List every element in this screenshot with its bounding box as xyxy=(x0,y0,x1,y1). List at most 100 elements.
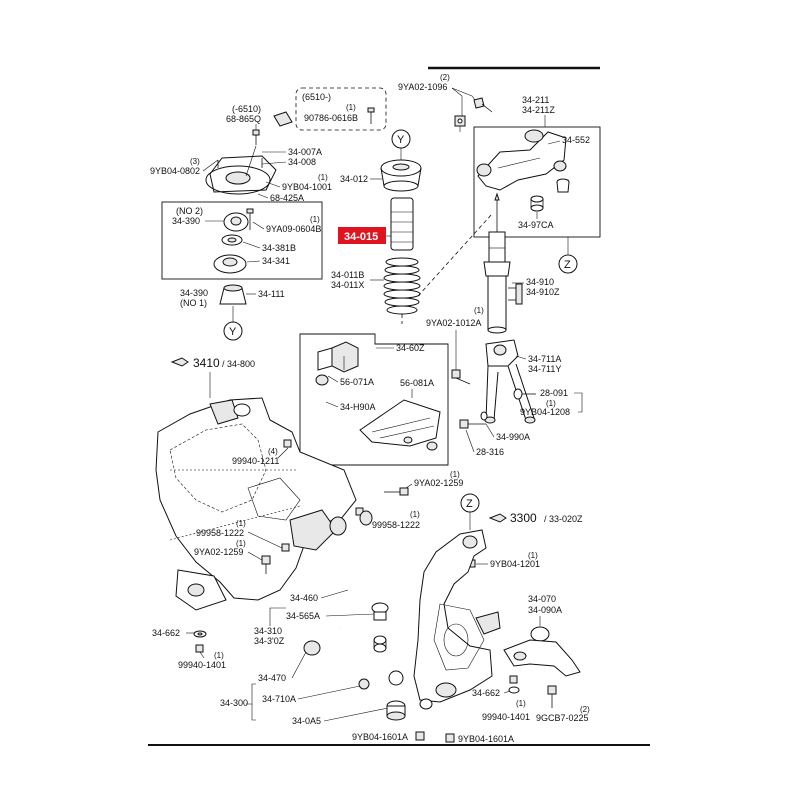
label-34-012: 34-012 xyxy=(340,174,368,184)
ref-3300: 3300 xyxy=(510,511,537,525)
ball-joint-34-070 xyxy=(503,626,581,677)
bolt-icon xyxy=(547,685,557,708)
label-34-111: 34-111 xyxy=(258,289,285,299)
label-34-0a5: 34-0A5 xyxy=(292,716,321,726)
label-no-2: (NO 2) xyxy=(176,206,203,216)
label-34-300: 34-300 xyxy=(220,698,248,708)
label-34-910: 34-910 xyxy=(526,277,554,287)
bump-stop-34-111 xyxy=(219,284,247,305)
bushing-34-97ca xyxy=(530,195,544,212)
label-34-011x: 34-011X xyxy=(331,280,364,290)
label-34-711y: 34-711Y xyxy=(528,364,561,374)
bushing-icon xyxy=(373,635,387,653)
ref-3300-sub: / 33-020Z xyxy=(544,514,583,524)
stabilizer-bracket-56-081a xyxy=(359,399,441,451)
label-9yb04-1601a-b: 9YB04-1601A xyxy=(458,734,514,744)
label-34-552: 34-552 xyxy=(562,135,590,145)
label-6510-plus: (6510-) xyxy=(302,92,331,102)
subframe-group: 3410 / 34-800 (4) 99940-1211 (1) 9YA02-1… xyxy=(152,356,463,670)
label-99940-1401-b: 99940-1401 xyxy=(482,712,530,722)
qty-label: (3) xyxy=(190,157,200,166)
qty-label: (1) xyxy=(346,103,356,112)
label-68-425a: 68-425A xyxy=(270,193,304,203)
dust-boot-34-011 xyxy=(383,257,421,315)
label-28-091: 28-091 xyxy=(540,388,568,398)
ref-circle-y-bottom xyxy=(223,321,243,341)
label-34-97ca: 34-97CA xyxy=(518,220,554,230)
qty-label: (1) xyxy=(410,510,420,519)
bushing-34-0a5 xyxy=(386,700,406,721)
qty-label: (1) xyxy=(310,215,320,224)
qty-label: (1) xyxy=(318,173,328,182)
bolt-icon xyxy=(261,555,271,574)
label-99958-1222-a: 99958-1222 xyxy=(196,528,244,538)
label-9ya02-1259-a: 9YA02-1259 xyxy=(414,478,463,488)
strut-mount-group: (-6510) 68-865Q (6510-) (1) 90786-0616B … xyxy=(150,87,387,341)
upper-arm-box xyxy=(473,126,601,238)
strut-fork-34-711 xyxy=(484,339,536,424)
nut-icon xyxy=(273,111,293,127)
label-34-60z: 34-60Z xyxy=(396,343,425,353)
label-9yb04-1201: 9YB04-1201 xyxy=(490,559,540,569)
label-34-460: 34-460 xyxy=(290,593,318,603)
guide-dashed xyxy=(417,213,493,297)
washer-icon xyxy=(508,686,520,694)
mount-34-341 xyxy=(213,254,247,274)
label-68-865q: 68-865Q xyxy=(226,114,261,124)
label-34-341: 34-341 xyxy=(262,256,290,266)
label-90786: 90786-0616B xyxy=(304,113,358,123)
nut-icon xyxy=(415,731,425,741)
highlight-label: 34-015 xyxy=(344,231,378,243)
mount-assembly-box xyxy=(161,201,323,280)
label-34-310: 34-310 xyxy=(254,626,282,636)
label-9gcb7-0225: 9GCB7-0225 xyxy=(536,713,589,723)
lower-arm-34-470 xyxy=(303,626,404,690)
qty-label: (1) xyxy=(450,470,460,479)
steering-knuckle xyxy=(413,529,501,710)
ref-circle-z-top-letter: Z xyxy=(564,259,571,271)
label-34-011b: 34-011B xyxy=(331,270,364,280)
arrow-icon xyxy=(488,513,507,523)
ball-joint-boot xyxy=(556,178,570,193)
washer-28-091 xyxy=(513,388,536,400)
label-34-008: 34-008 xyxy=(288,157,316,167)
label-34-211: 34-211 xyxy=(522,95,549,105)
ref-circle-z-top xyxy=(558,254,578,274)
qty-label: (1) xyxy=(546,399,556,408)
label-56-071a: 56-071A xyxy=(340,377,374,387)
strut-34-910 xyxy=(483,192,523,334)
label-9yb04-0802: 9YB04-0802 xyxy=(150,166,200,176)
variant-box-6510 xyxy=(295,87,387,131)
label-34-211z: 34-211Z xyxy=(522,105,555,115)
ref-circle-y-top-letter: Y xyxy=(397,134,405,146)
qty-label: (1) xyxy=(236,539,246,548)
ref-circle-z-bottom-letter: Z xyxy=(466,498,473,510)
qty-label: (2) xyxy=(440,73,450,82)
stabilizer-bar-34-h90a xyxy=(315,373,393,457)
label-34-990a: 34-990A xyxy=(496,432,530,442)
bump-stop-34-015 xyxy=(390,197,414,251)
label-56-081a: 56-081A xyxy=(400,378,434,388)
label-34-007a: 34-007A xyxy=(288,147,322,157)
qty-label: (1) xyxy=(236,519,246,528)
qty-label: (1) xyxy=(516,699,526,708)
label-9ya02-1012a: 9YA02-1012A xyxy=(426,318,481,328)
label-34-310z: 34-3'0Z xyxy=(254,636,285,646)
label-6510-minus: (-6510) xyxy=(232,104,261,114)
washer-34-381b xyxy=(221,234,243,246)
label-9yb04-1001: 9YB04-1001 xyxy=(282,182,332,192)
upper-control-arm xyxy=(476,129,567,191)
qty-label: (2) xyxy=(580,705,590,714)
strut-fork-group: (1) 9YA02-1012A 34-711A 34-711Y 28-091 (… xyxy=(426,306,583,457)
label-99940-1401-a: 99940-1401 xyxy=(178,660,226,670)
bolt-icon xyxy=(451,369,471,385)
label-9ya09-0604b: 9YA09-0604B xyxy=(266,224,321,234)
subframe-34-800 xyxy=(155,397,357,611)
label-34-662-a: 34-662 xyxy=(152,628,180,638)
label-9yb04-1208: 9YB04-1208 xyxy=(520,407,570,417)
dust-boot-group: Y 34-012 34-015 34-01 xyxy=(331,129,493,324)
label-99940-1211: 99940-1211 xyxy=(232,456,279,466)
label-34-381b: 34-381B xyxy=(262,243,296,253)
label-28-316: 28-316 xyxy=(476,447,504,457)
